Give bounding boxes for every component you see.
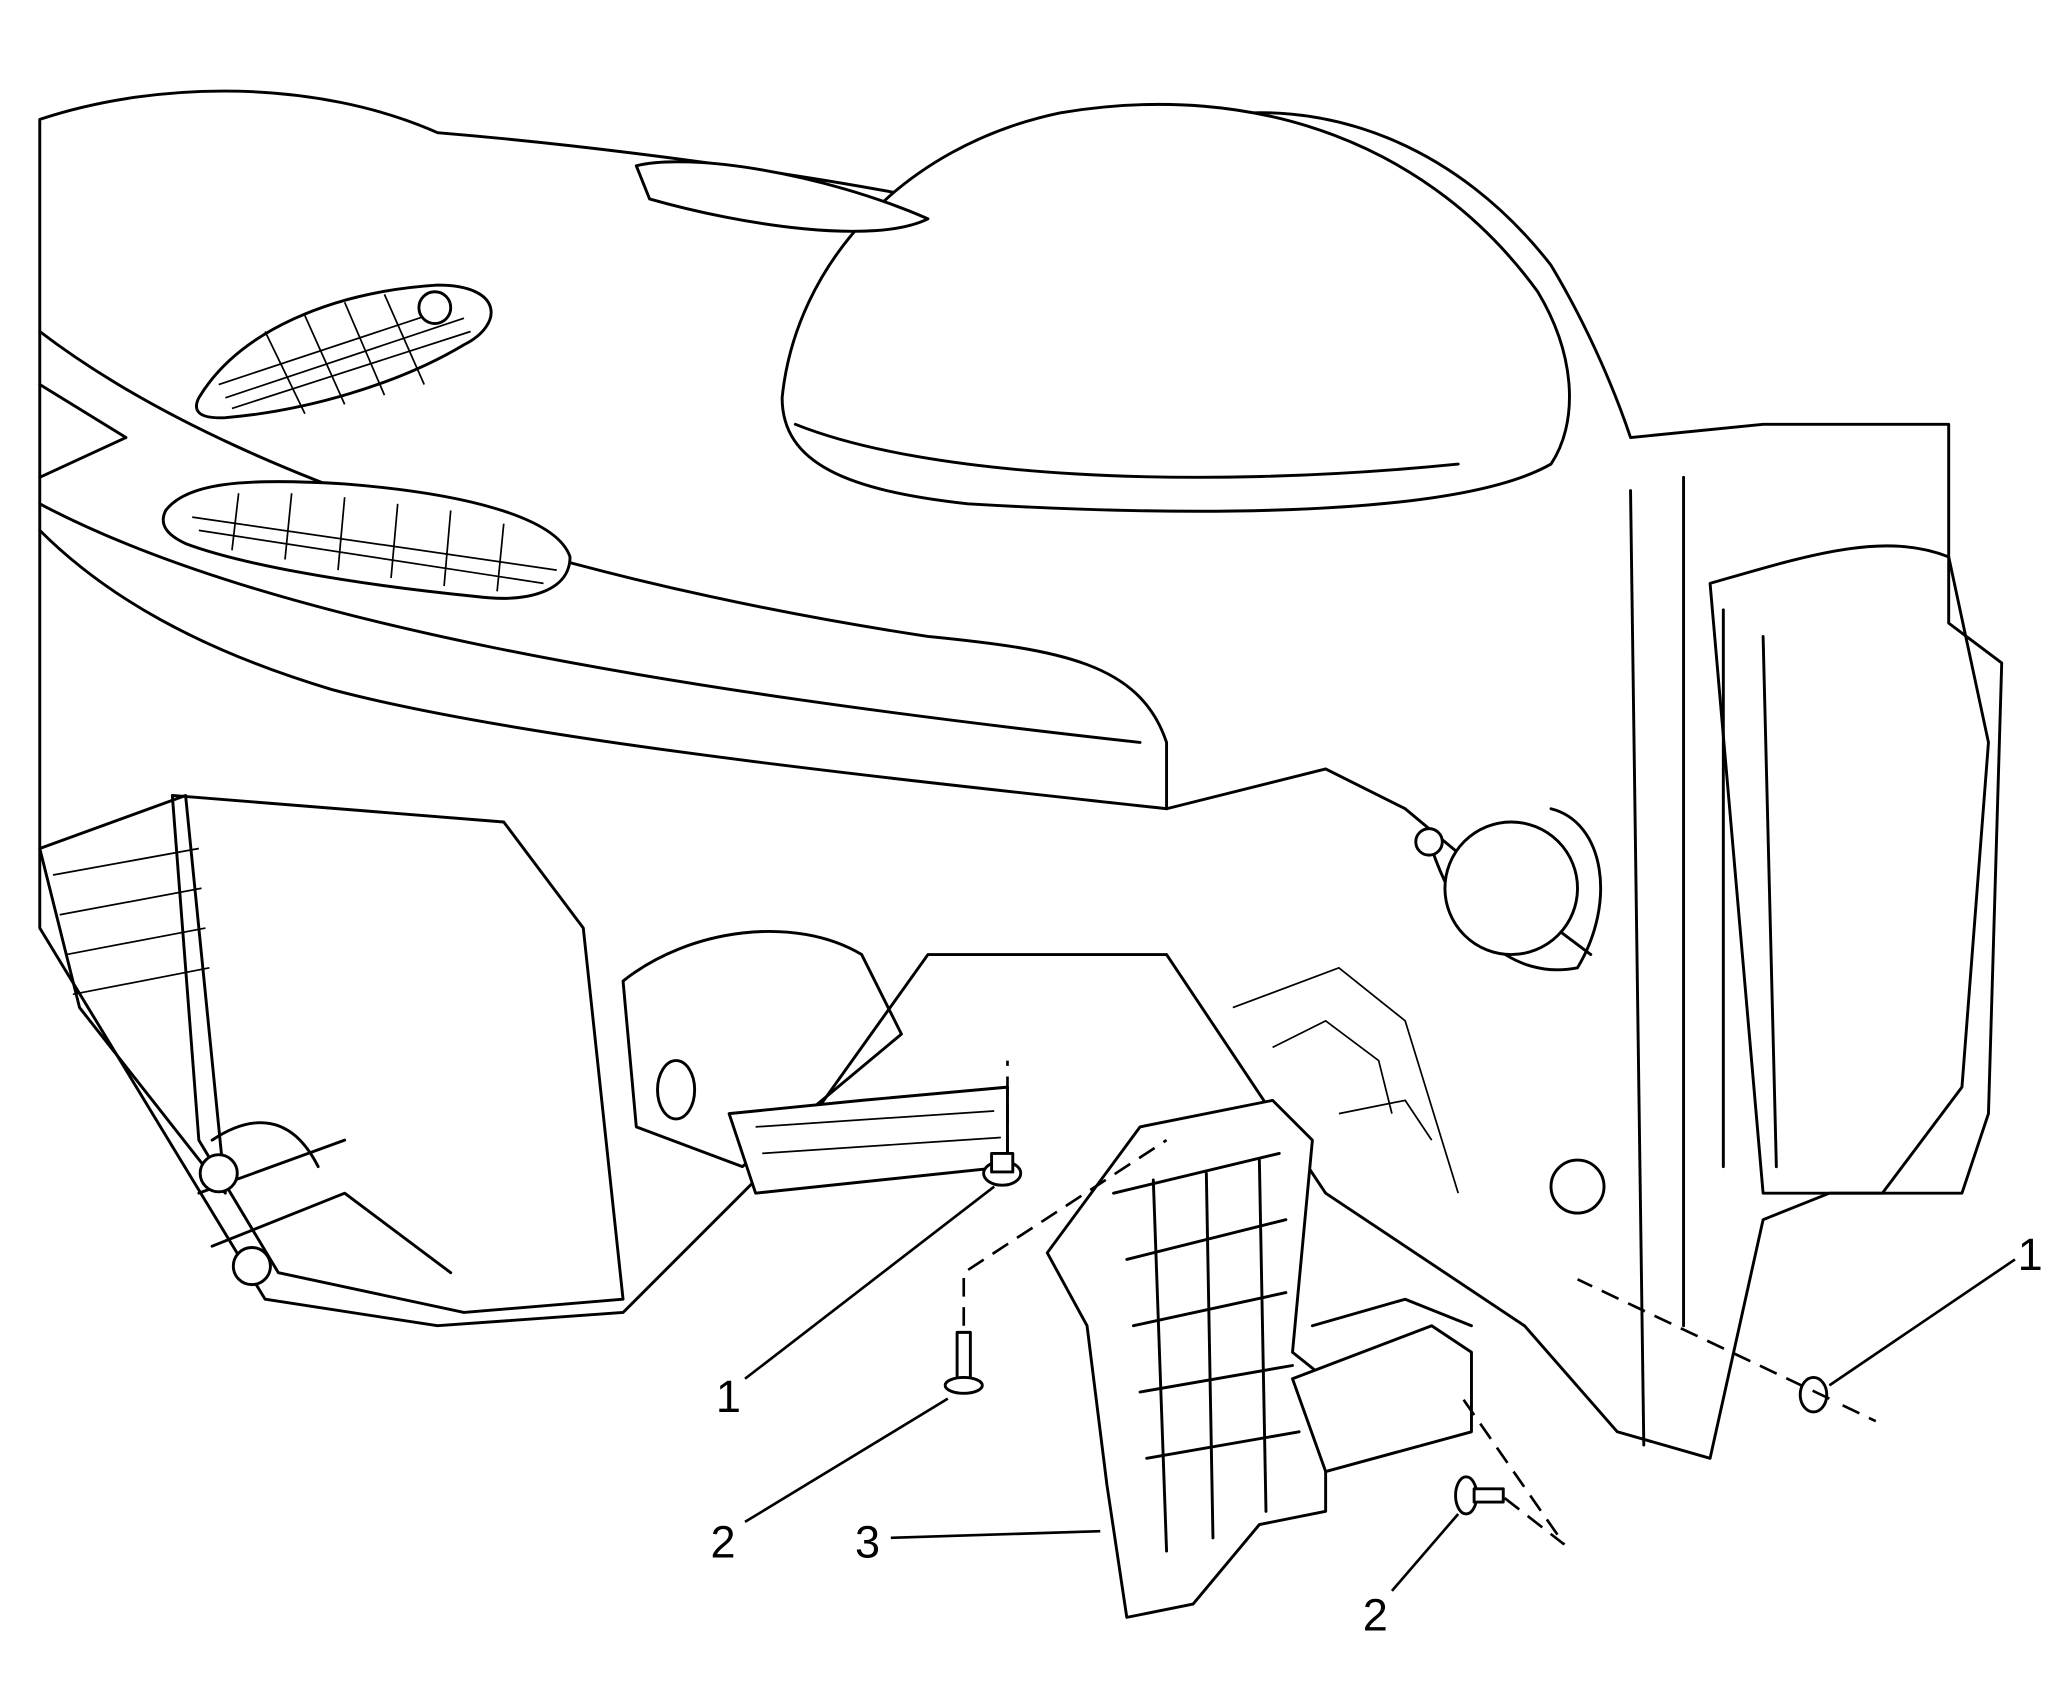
callouts: 1 1 2 2 3 bbox=[711, 1185, 2043, 1641]
fasteners bbox=[943, 1060, 1877, 1546]
speaker-grille-pattern bbox=[218, 294, 471, 415]
bracket bbox=[1045, 1098, 1473, 1619]
nut-left bbox=[982, 1151, 1023, 1187]
callout-1-right: 1 bbox=[2018, 1229, 2043, 1280]
bolt-left bbox=[943, 1330, 984, 1395]
bolt-right bbox=[1454, 1475, 1505, 1516]
callout-2-right: 2 bbox=[1363, 1590, 1388, 1641]
callout-2-left: 2 bbox=[711, 1517, 736, 1568]
nut-right bbox=[1798, 1375, 1829, 1414]
instrument-panel bbox=[38, 89, 2004, 1460]
callout-1-left: 1 bbox=[716, 1371, 741, 1422]
callout-3: 3 bbox=[855, 1517, 880, 1568]
